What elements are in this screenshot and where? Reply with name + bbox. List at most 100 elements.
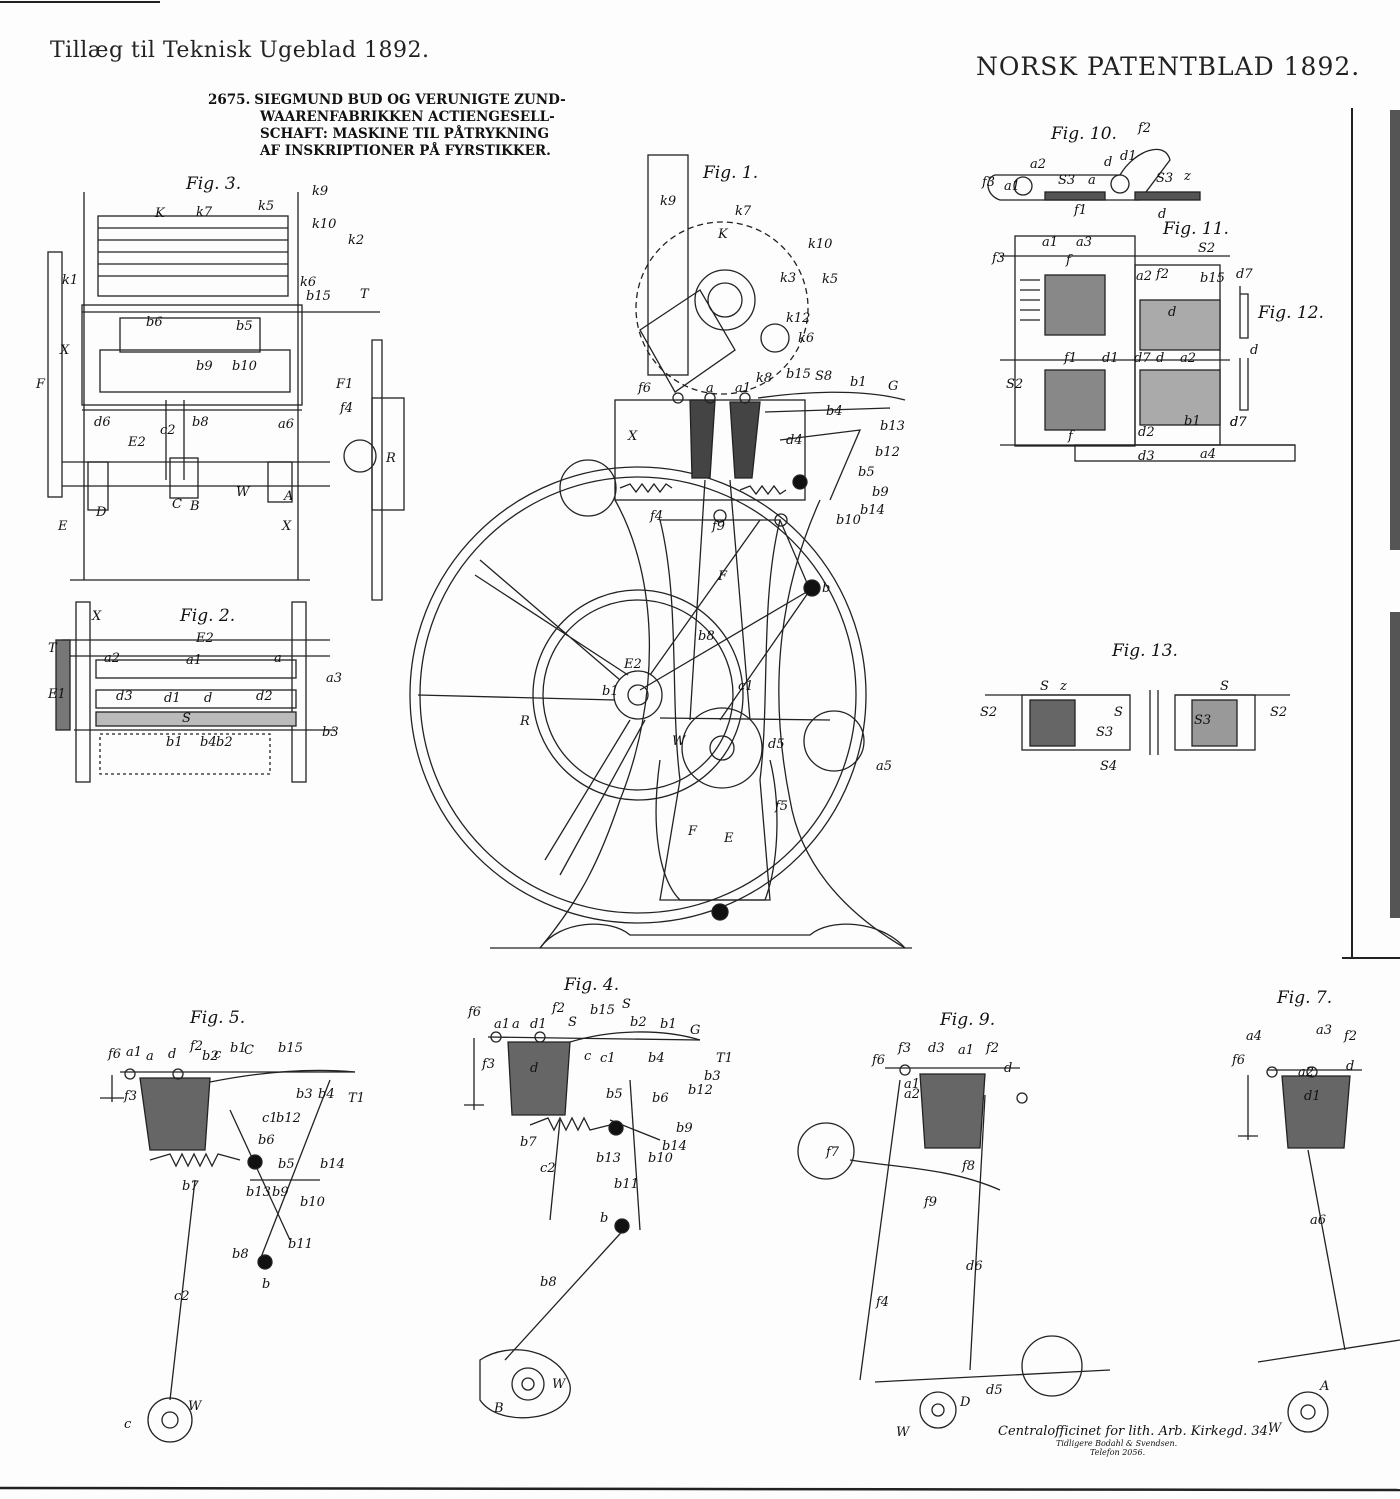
fig1-part-label: b5 [858,465,875,480]
patent-title-line-1: SIEGMUND BUD OG VERUNIGTE ZUND- [254,92,566,108]
fig1-part-label: b1 [850,375,867,390]
fig7-part-label: a4 [1246,1029,1262,1044]
fig3-part-label: k1 [62,273,78,288]
fig3-part-label: k5 [258,199,274,214]
fig13-part-label: z [1059,679,1067,694]
fig4-part-label: b15 [590,1003,615,1018]
fig7-drawing [1238,1066,1400,1433]
patent-title-line-3: SCHAFT: MASKINE TIL PÅTRYKNING [260,126,550,142]
fig12-drawing [1239,286,1249,411]
fig5-part-label: b11 [288,1237,313,1252]
fig1-part-label: a [706,381,714,396]
fig4-part-label: b2 [630,1015,647,1030]
fig2-part-label: E1 [47,687,66,702]
fig2-part-label: b3 [322,725,339,740]
fig10-part-label: d [1104,155,1112,170]
fig9-caption: Fig. 9. [940,1010,996,1030]
fig4-part-label: b12 [688,1083,713,1098]
fig5-part-label: f6 [107,1047,121,1062]
fig4-part-label: B [493,1401,504,1416]
fig13-part-label: S3 [1194,713,1211,728]
fig4-drawing [464,1031,701,1419]
fig1-part-label: E2 [623,657,642,672]
fig4-part-label: b3 [704,1069,721,1084]
fig9-part-label: d3 [928,1041,945,1056]
fig3-caption: Fig. 3. [186,174,242,194]
fig7-part-label: f6 [1231,1053,1245,1068]
fig4-part-label: G [690,1023,700,1038]
fig4-part-label: b8 [540,1275,557,1290]
fig5-part-label: a1 [126,1045,142,1060]
fig5-part-label: b2 [202,1049,219,1064]
fig1-part-label: b15 [786,367,811,382]
fig11-part-label: f [1065,253,1073,268]
fig1-part-label: b13 [880,419,905,434]
fig7-part-label: f2 [1343,1029,1357,1044]
fig4-part-label: b4 [648,1051,665,1066]
fig2-part-label: d [204,691,212,706]
fig9-part-label: a1 [958,1043,974,1058]
patent-title: 2675.SIEGMUND BUD OG VERUNIGTE ZUND- WAA… [208,92,618,160]
fig11-part-label: a2 [1136,269,1152,284]
fig4-part-label: f2 [551,1001,565,1016]
fig13-part-label: S [1114,705,1123,720]
fig2-part-label: T [48,641,58,656]
fig1-caption: Fig. 1. [703,163,759,183]
fig2-part-label: d1 [164,691,181,706]
fig4-part-label: a1 [494,1017,510,1032]
fig3-part-label: T [360,287,370,302]
fig11-caption: Fig. 11. [1163,219,1229,239]
fig4-part-label: d1 [530,1017,547,1032]
fig3-drawing [47,192,405,601]
fig10-part-label: z [1183,169,1191,184]
fig5-part-label: b5 [278,1157,295,1172]
fig5-drawing [100,1068,356,1443]
patent-title-line-2: WAARENFABRIKKEN ACTIENGESELL- [260,109,555,125]
fig4-part-label: d [530,1061,538,1076]
fig7-part-label: d1 [1304,1089,1321,1104]
fig3-part-label: b15 [306,289,331,304]
fig9-part-label: f3 [897,1041,911,1056]
fig9-part-label: f2 [985,1041,999,1056]
fig4-caption: Fig. 4. [564,975,620,995]
fig3-part-label: A [283,489,293,504]
fig5-part-label: c1 [262,1111,278,1126]
fig4-part-label: S [568,1015,577,1030]
fig11-part-label: f1 [1063,351,1077,366]
fig11-part-label: d3 [1138,449,1155,464]
fig1-part-label: E [723,831,734,846]
fig4-part-label: b14 [662,1139,687,1154]
fig4-part-label: a [512,1017,520,1032]
fig5-part-label: b13 [246,1185,271,1200]
fig3-part-label: X [281,519,292,534]
fig4-part-label: c2 [540,1161,556,1176]
fig5-part-label: b8 [232,1247,249,1262]
fig4-part-label: b13 [596,1151,621,1166]
fig5-part-label: c [214,1047,222,1062]
printer-imprint: Centralofficinet for lith. Arb. Kirkegd.… [998,1424,1272,1457]
fig4-part-label: W [552,1377,567,1392]
fig5-part-label: b14 [320,1157,345,1172]
fig3-part-label: b5 [236,319,253,334]
fig9-part-label: W [896,1425,911,1440]
fig2-part-label: d3 [116,689,133,704]
fig7-part-label: a6 [1310,1213,1326,1228]
fig1-part-label: b1 [602,684,619,699]
fig5-part-label: W [188,1399,203,1414]
fig7-part-label: a3 [1316,1023,1332,1038]
fig7-part-label: d [1346,1059,1354,1074]
imprint-line-3: Telefon 2056. [1090,1448,1146,1457]
fig3-part-label: k10 [312,217,336,232]
fig10-part-label: d1 [1120,149,1137,164]
fig2-part-label: a1 [186,653,202,668]
fig10-part-label: a [1088,173,1096,188]
fig5-part-label: a [146,1049,154,1064]
patent-title-line-4: AF INSKRIPTIONER PÅ FYRSTIKKER. [260,143,551,159]
fig1-part-label: R [519,714,530,729]
fig11-drawing [1000,235,1296,462]
fig13-drawing [985,690,1290,755]
fig1-part-label: F [687,824,698,839]
fig1-part-label: W [672,734,687,749]
fig3-part-label: d6 [94,415,111,430]
